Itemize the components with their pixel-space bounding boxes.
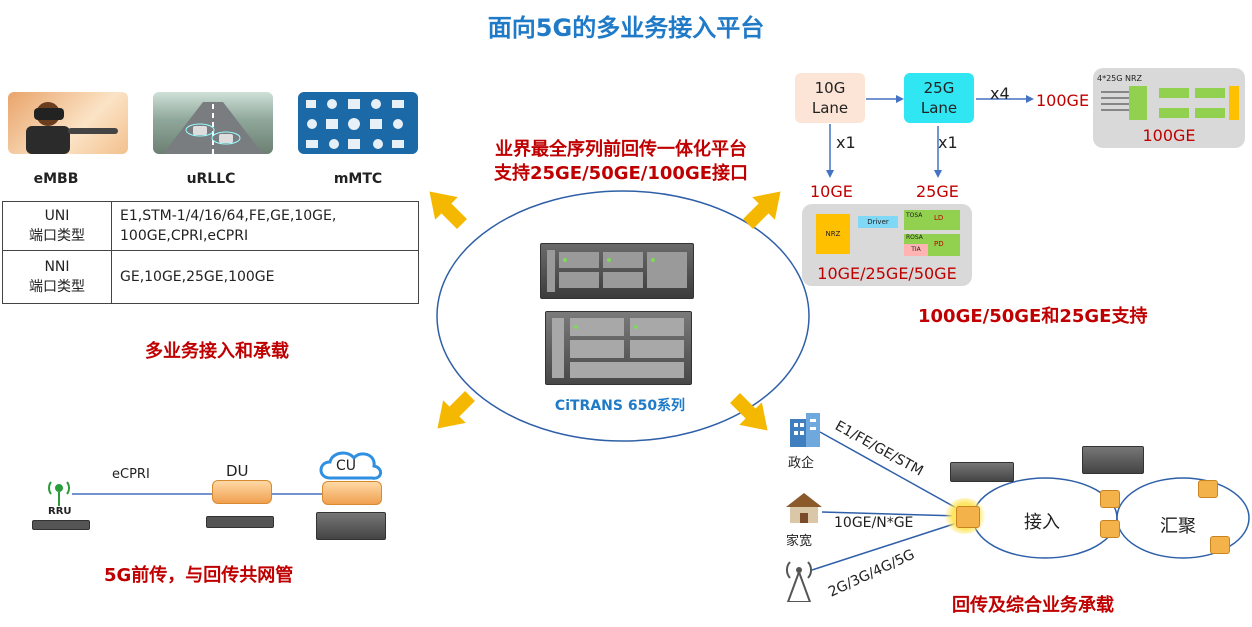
uni-value-line2: 100GE,CPRI,eCPRI [120,228,249,244]
center-heading-line1: 业界最全序列前回传一体化平台 [495,139,747,160]
lane-10g-box: 10G Lane [795,73,865,123]
optics-caption: 10GE/25GE/50GE [817,264,957,283]
ring-node-router-icon [1100,520,1120,538]
optics-panel: NRZ Driver TOSA LD ROSA PD TIA 10GE/25GE… [802,204,972,286]
module-100ge-panel: 4*25G NRZ 100GE [1093,68,1245,148]
optics-driver-block: Driver [858,216,898,228]
ecpri-link-label: eCPRI [112,467,150,482]
nni-value: GE,10GE,25GE,100GE [111,250,419,304]
scenario-label-mmtc: mMTC [333,171,383,187]
optics-pd-label: PD [934,240,944,248]
aggregation-device [1082,446,1144,474]
ring-node-router-icon [1100,490,1120,508]
label-25ge: 25GE [916,182,959,201]
optics-ld-label: LD [934,214,944,222]
home-label: 家宽 [786,534,813,549]
left-caption: 多业务接入和承载 [145,341,289,362]
access-device [950,462,1014,482]
backhaul-caption: 回传及综合业务承载 [952,595,1114,616]
du-label: DU [226,462,249,480]
lane-25g-line1: 25G [923,79,955,97]
ring-node-router-icon [1210,536,1230,554]
out-100ge-label: 100GE [1036,91,1090,110]
rru-device [32,520,90,530]
rru-label: RRU [48,506,72,517]
x4-label: x4 [990,84,1010,103]
optics-tia-block: TIA [904,244,928,256]
autonomous-road-icon [163,102,263,154]
optics-rosa-label: ROSA [906,234,923,241]
platform-ellipse [436,190,810,442]
vr-headset-icon [26,102,118,154]
arrow-group [429,191,781,431]
urllc-thumbnail [153,92,273,154]
du-router-icon [212,480,272,504]
nni-header-line2: 端口类型 [29,279,85,295]
device-slots-icon [547,250,687,292]
lane-10g-line2: Lane [811,99,849,117]
lane-25g-box: 25G Lane [904,73,974,123]
scenario-label-urllc: uRLLC [186,171,236,187]
cloud-icon [319,451,382,480]
access-node-router-icon [956,506,980,528]
device-slots-icon [552,318,684,378]
ring-node-router-icon [1198,480,1218,498]
gov-label: 政企 [788,456,815,471]
cell-tower-icon [786,561,812,602]
embb-thumbnail [8,92,128,154]
center-heading: 业界最全序列前回传一体化平台 支持25GE/50GE/100GE接口 [456,138,786,186]
mmtc-thumbnail [298,92,418,154]
ring-aggregation-label: 汇聚 [1160,516,1196,537]
table-row: NNI 端口类型 GE,10GE,25GE,100GE [2,250,419,304]
x1-left-label: x1 [836,133,856,152]
rru-antenna-icon [44,478,74,510]
cu-label: CU [336,458,357,474]
cu-router-icon [322,481,382,505]
module-top-label: 4*25G NRZ [1097,74,1143,83]
optics-tosa-block: TOSA LD [904,210,960,230]
link-home-label: 10GE/N*GE [834,515,914,531]
uni-value: E1,STM-1/4/16/64,FE,GE,10GE, 100GE,CPRI,… [111,201,419,251]
port-type-table: UNI 端口类型 E1,STM-1/4/16/64,FE,GE,10GE, 10… [2,201,419,304]
arrow-top-right-icon [743,191,781,229]
nni-value-line1: GE,10GE,25GE,100GE [120,269,275,285]
lane-25g-line2: Lane [920,99,958,117]
center-heading-line2: 支持25GE/50GE/100GE接口 [493,163,749,184]
du-device [206,516,274,528]
module-diagram-icon [1101,86,1239,120]
module-caption: 100GE [1142,126,1196,145]
arrow-top-left-icon [429,191,467,229]
arrow-bottom-right-icon [730,393,768,431]
fronthaul-caption: 5G前传，与回传共网管 [104,565,294,586]
x1-right-label: x1 [938,133,958,152]
support-caption: 100GE/50GE和25GE支持 [918,306,1148,327]
enterprise-building-icon [790,413,820,447]
optics-nrz-block: NRZ [816,214,850,254]
cu-device [316,512,386,540]
label-10ge: 10GE [810,182,853,201]
product-label: CiTRANS 650系列 [554,398,686,414]
home-icon [786,493,822,523]
backhaul-links [811,431,1250,571]
citrans-device-small [540,243,694,299]
uni-value-line1: E1,STM-1/4/16/64,FE,GE,10GE, [120,208,337,224]
nni-header-line1: NNI [44,259,70,275]
ring-access-label: 接入 [1024,512,1060,533]
page-title: 面向5G的多业务接入平台 [487,14,765,42]
scenario-label-embb: eMBB [33,171,79,187]
arrow-bottom-left-icon [437,391,475,429]
optics-tosa-label: TOSA [906,212,923,219]
lane-arrows [826,95,1034,178]
citrans-device-large [545,311,692,385]
uni-header-line2: 端口类型 [29,228,85,244]
nni-header: NNI 端口类型 [2,250,112,304]
uni-header-line1: UNI [44,208,70,224]
iot-grid-icon [306,99,404,149]
table-row: UNI 端口类型 E1,STM-1/4/16/64,FE,GE,10GE, 10… [2,201,419,251]
lane-10g-line1: 10G [814,79,846,97]
